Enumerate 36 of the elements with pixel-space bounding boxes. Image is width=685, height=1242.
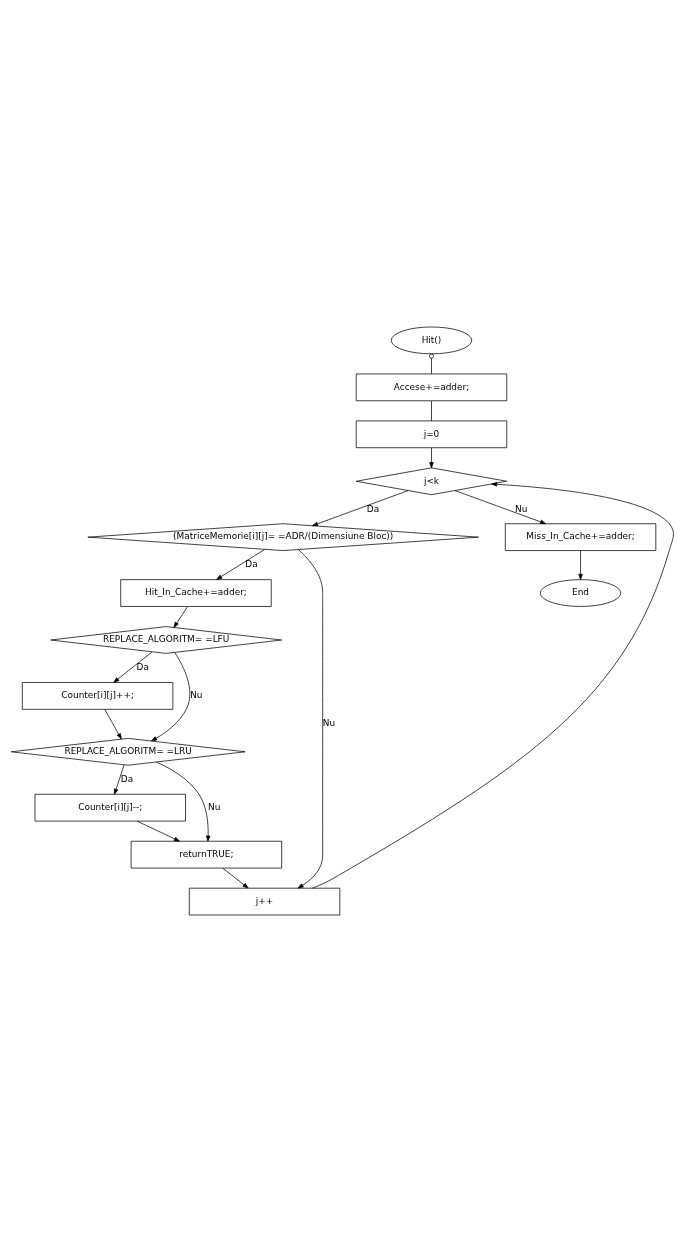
arrow <box>454 490 547 525</box>
connector <box>431 400 432 422</box>
node-box: Miss_In_Cache+=adder; <box>504 523 657 551</box>
node-box: j=0 <box>355 420 508 449</box>
arrow <box>429 447 434 469</box>
node-diamond: j<k <box>355 467 508 496</box>
arrow <box>113 764 125 795</box>
edge-label: Da <box>366 503 380 514</box>
edge-label: Da <box>120 774 134 785</box>
node-box: j++ <box>188 887 341 916</box>
arrow <box>312 482 674 889</box>
node-diamond: REPLACE_ALGORITM= =LFU <box>50 626 282 654</box>
node-ellipse: End <box>539 579 622 607</box>
node-box: Counter[i][j]++; <box>21 682 174 710</box>
edge-label: Nu <box>322 718 336 729</box>
arrow <box>312 490 409 527</box>
arrow <box>216 549 266 580</box>
arrow <box>222 867 249 889</box>
arrow <box>578 550 583 580</box>
arrow <box>104 709 122 740</box>
arrow <box>297 549 324 889</box>
edge-label: Nu <box>208 802 221 813</box>
node-box: Hit_In_Cache+=adder; <box>120 579 272 607</box>
node-box: returnTRUE; <box>130 840 283 869</box>
node-box: Counter[i][j]--; <box>34 793 186 822</box>
connector <box>429 353 434 375</box>
edge-label: Da <box>136 662 149 673</box>
edge-label: Da <box>245 559 258 570</box>
edge-label: Nu <box>190 690 203 701</box>
edge-label: Nu <box>515 503 528 514</box>
node-ellipse: Hit() <box>390 326 473 355</box>
node-box: Accese+=adder; <box>355 373 508 402</box>
arrow <box>113 651 153 683</box>
arrow <box>173 606 188 628</box>
arrow <box>156 761 211 842</box>
arrow <box>151 652 191 742</box>
